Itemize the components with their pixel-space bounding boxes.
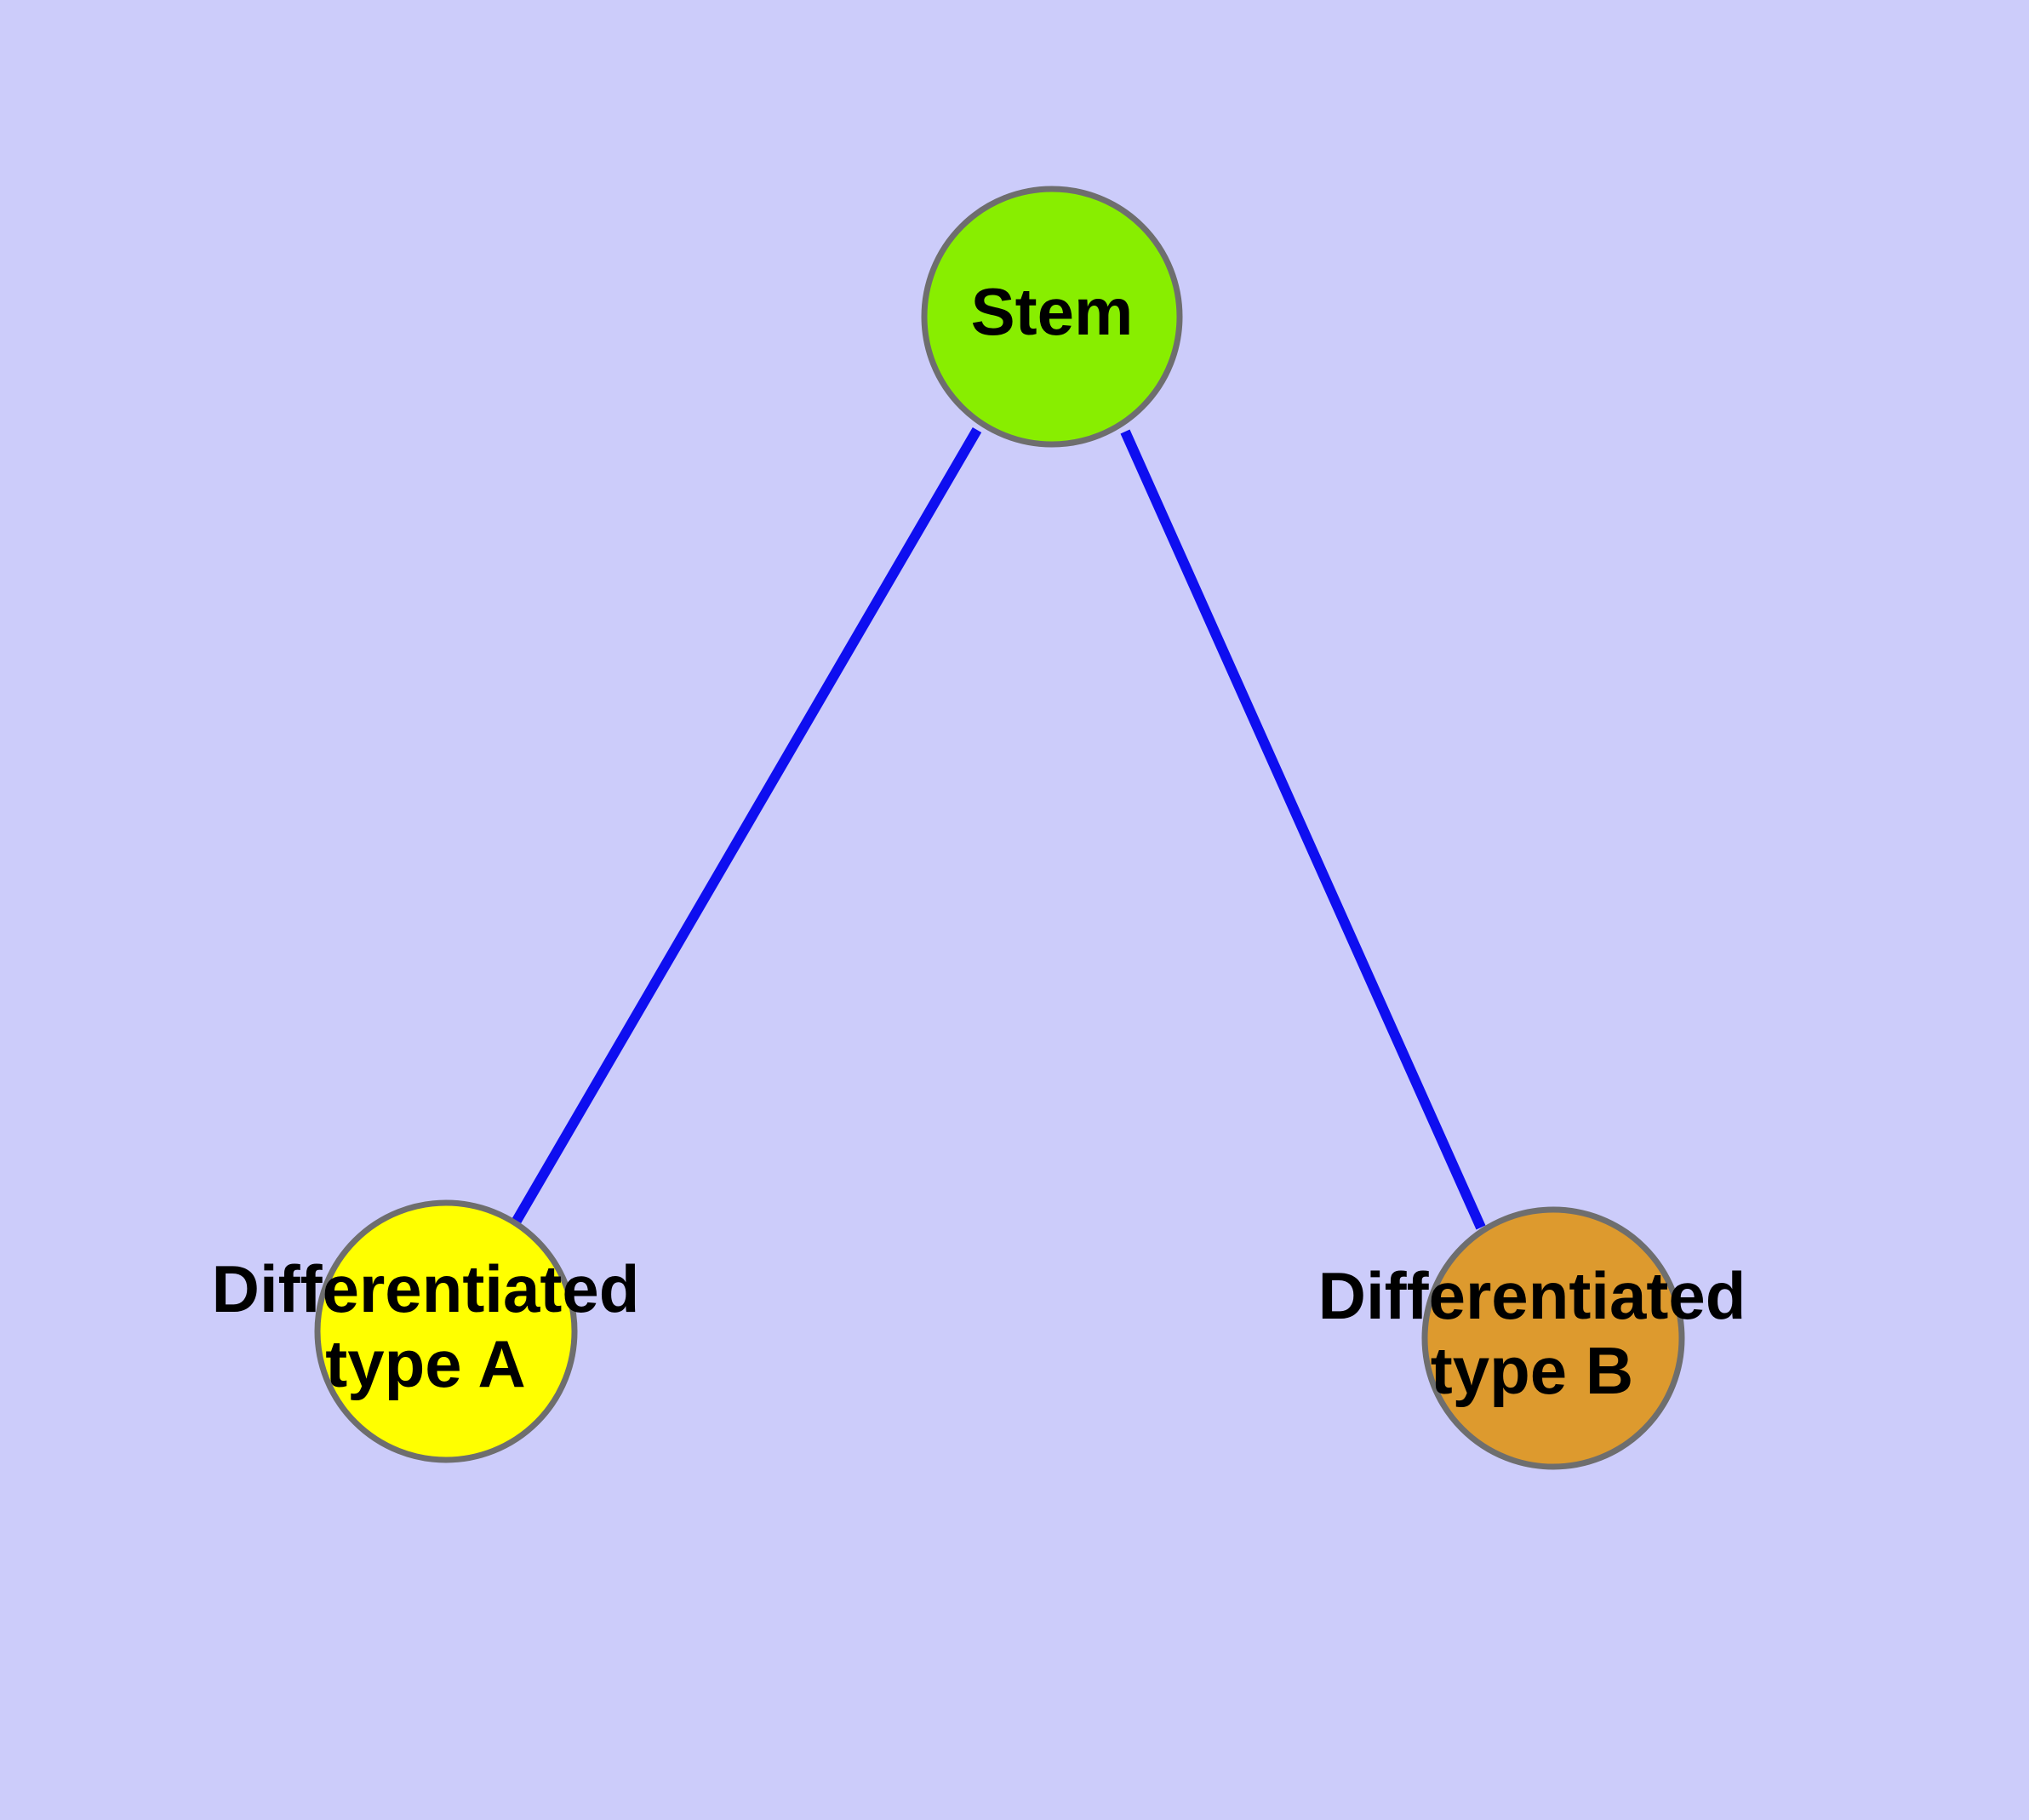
node-label-line: type A [325, 1326, 526, 1401]
graph-node-diff-a[interactable] [314, 1199, 578, 1463]
node-circle-diff-b[interactable] [1421, 1206, 1685, 1470]
node-label-line: Stem [971, 274, 1134, 349]
node-circle-diff-a[interactable] [314, 1199, 578, 1463]
graph-edge-stem-to-diff-b[interactable] [1120, 429, 1486, 1230]
graph-node-diff-b[interactable] [1421, 1206, 1685, 1470]
node-circle-stem[interactable] [921, 186, 1183, 448]
graph-edge-stem-to-diff-a[interactable] [512, 426, 982, 1224]
node-label-line: Differentiated [212, 1251, 640, 1326]
graph-node-stem[interactable] [921, 186, 1183, 448]
edge-layer [512, 426, 1486, 1230]
node-label-stem: Stem [971, 274, 1134, 349]
node-label-line: type B [1431, 1333, 1633, 1408]
node-label-line: Differentiated [1318, 1258, 1746, 1333]
